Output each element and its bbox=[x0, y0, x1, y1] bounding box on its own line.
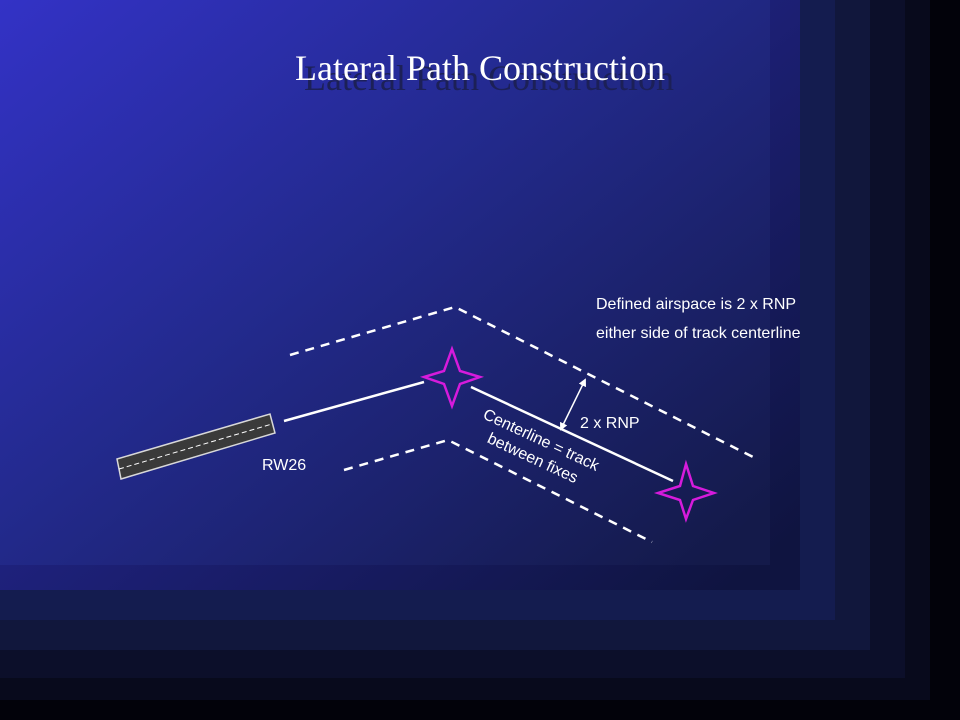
double-headed-arrow-icon bbox=[560, 378, 586, 431]
slide-title: Lateral Path Construction bbox=[295, 48, 665, 88]
title-shadow: Lateral Path Construction bbox=[304, 58, 674, 98]
title-area: Lateral Path Construction Lateral Path C… bbox=[0, 46, 960, 106]
runway-label: RW26 bbox=[262, 457, 306, 474]
lower-boundary-line bbox=[343, 438, 653, 544]
airspace-annotation: Defined airspace is 2 x RNP either side … bbox=[596, 296, 801, 342]
four-point-star-icon bbox=[653, 459, 718, 523]
centerline-segment-1 bbox=[283, 380, 425, 423]
width-label: 2 x RNP bbox=[580, 415, 640, 432]
centerline-segment-2 bbox=[470, 385, 674, 483]
runway bbox=[116, 413, 276, 480]
four-point-star-icon bbox=[419, 345, 485, 410]
